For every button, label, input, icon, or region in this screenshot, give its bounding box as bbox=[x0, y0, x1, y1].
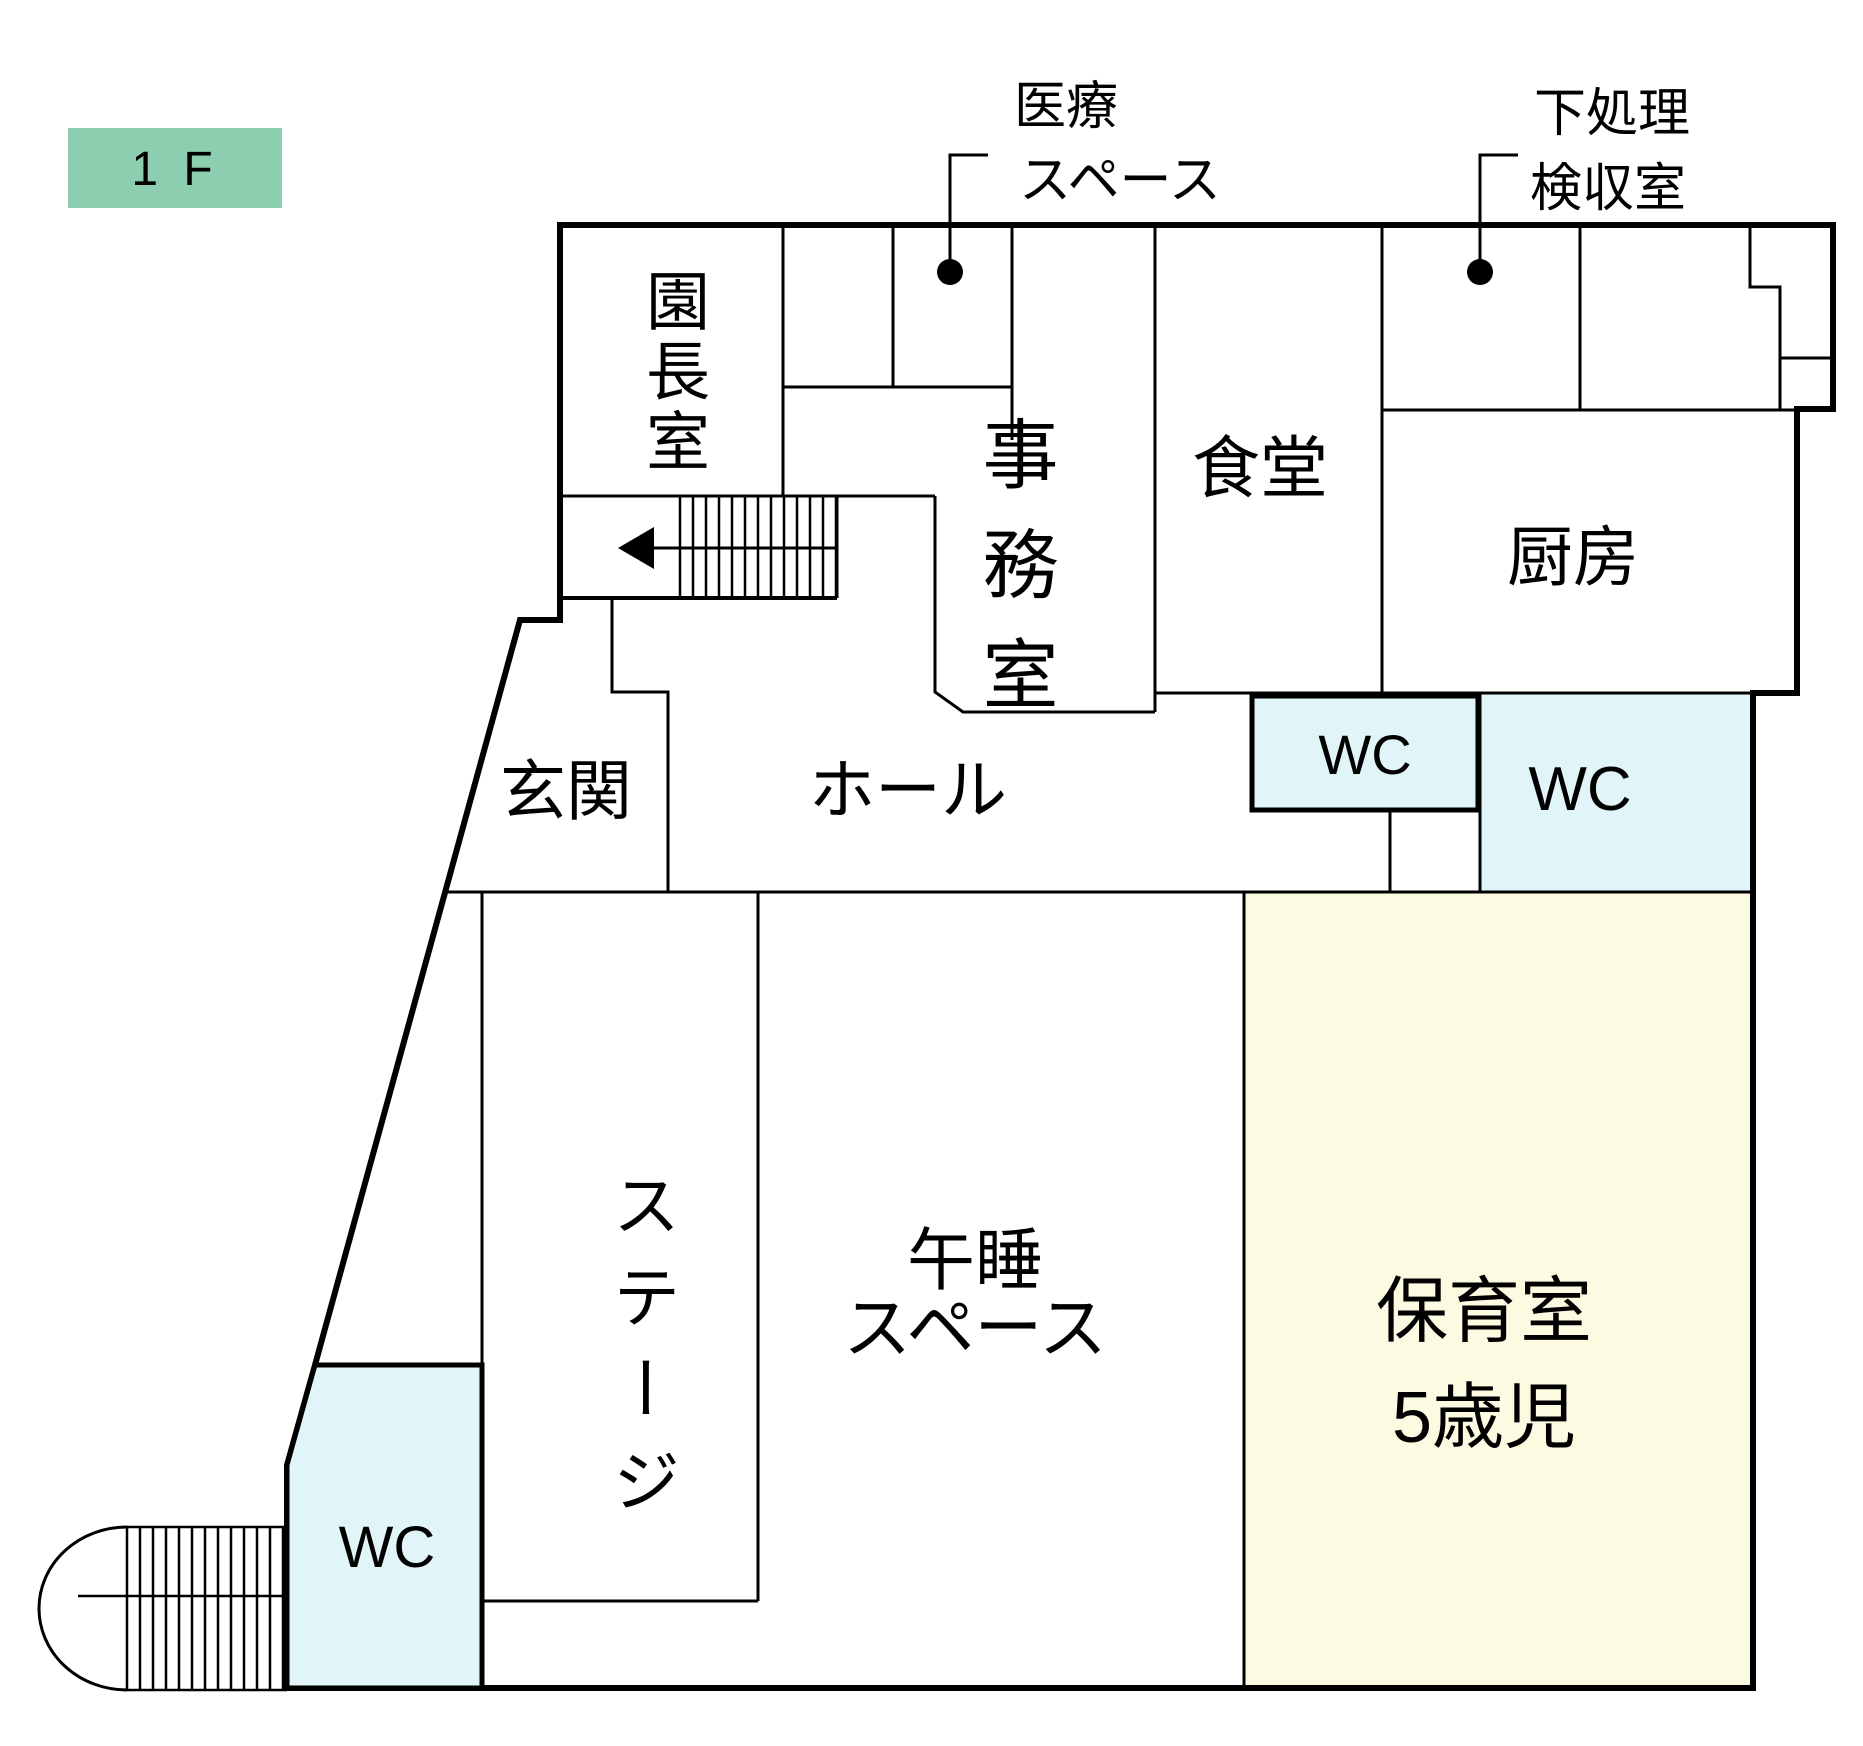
floor-tag: 1 F bbox=[68, 128, 282, 208]
principal-room-label: 園長室 bbox=[637, 268, 709, 478]
stage-label: ステージ bbox=[602, 1170, 678, 1538]
nursery-room-area bbox=[1244, 892, 1753, 1688]
medical-label-line1: 医療 bbox=[1014, 78, 1118, 136]
kitchen-label: 厨房 bbox=[1507, 520, 1639, 594]
prep-callout-line bbox=[1478, 153, 1518, 272]
interior-stairs bbox=[618, 497, 839, 598]
office-label: 事務室 bbox=[971, 415, 1057, 745]
nap-label-line1: 午睡 bbox=[907, 1223, 1043, 1299]
wc-small-label: WC bbox=[1318, 723, 1411, 786]
dining-label: 食堂 bbox=[1192, 431, 1328, 507]
wc-right-area bbox=[1480, 693, 1753, 892]
entrance-right-wall bbox=[610, 598, 670, 892]
exterior-stairs bbox=[37, 1525, 287, 1692]
nursery-label-line1: 保育室 bbox=[1376, 1272, 1592, 1352]
nap-label-line2: スペース bbox=[843, 1291, 1107, 1367]
nursery-label-line2: 5歳児 bbox=[1392, 1378, 1576, 1458]
exterior-stairs-round-end bbox=[37, 1525, 128, 1692]
stairs-direction-arrow-icon bbox=[618, 527, 654, 569]
medical-callout-dot-icon bbox=[937, 259, 963, 285]
wc-bottom-label: WC bbox=[339, 1515, 436, 1580]
prep-label-line2: 検収室 bbox=[1530, 160, 1686, 218]
medical-label-line2: スペース bbox=[1019, 152, 1221, 210]
prep-label-line1: 下処理 bbox=[1534, 85, 1690, 143]
top-right-notch-wall bbox=[1748, 225, 1782, 409]
floor-tag-box bbox=[68, 128, 282, 208]
wc-bottom-box bbox=[284, 1362, 485, 1691]
hall-label: ホール bbox=[809, 753, 1007, 827]
room-labels: 医療 スペース 下処理 検収室 園長室 事務室 ステージ 食堂 厨房 玄関 ホー… bbox=[339, 78, 1690, 1580]
callout-medical bbox=[937, 153, 988, 285]
room-fills bbox=[1244, 693, 1753, 1688]
exterior-stairs-hatching bbox=[125, 1527, 285, 1690]
floor-tag-label: 1 F bbox=[131, 143, 218, 196]
wc-small-box bbox=[1249, 693, 1481, 813]
prep-callout-dot-icon bbox=[1467, 259, 1493, 285]
entrance-label: 玄関 bbox=[500, 754, 632, 828]
interior-walls bbox=[446, 225, 1833, 1688]
exterior-stairs-rails bbox=[127, 1525, 287, 1692]
medical-callout-line bbox=[948, 153, 988, 272]
wc-right-label: WC bbox=[1528, 755, 1631, 824]
office-left-bottom-wall bbox=[933, 496, 1155, 714]
callout-prep bbox=[1467, 153, 1518, 285]
building-outline bbox=[284, 222, 1836, 1691]
